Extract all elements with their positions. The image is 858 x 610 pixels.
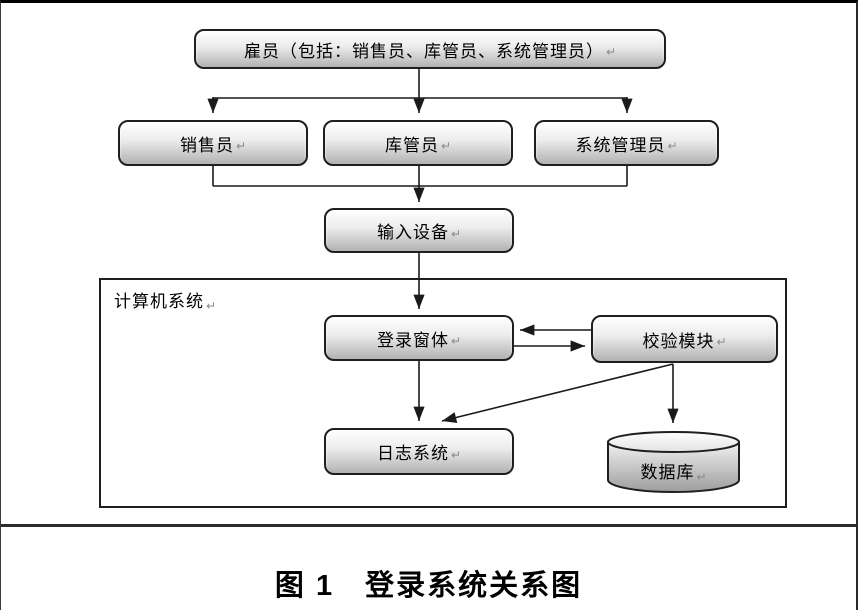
paragraph-mark-icon: ↵ (450, 226, 462, 241)
node-admin: 系统管理员↵ (534, 120, 719, 166)
paragraph-mark-icon: ↵ (605, 45, 617, 59)
node-login-form-label: 登录窗体 (376, 330, 449, 350)
node-admin-label: 系统管理员 (575, 135, 666, 155)
node-database-label: 数据库 (640, 462, 695, 482)
cell-divider-line (1, 524, 856, 527)
node-warehouse-label: 库管员 (384, 135, 439, 155)
figure-caption: 图 1 登录系统关系图 (274, 570, 583, 602)
node-log-system-label: 日志系统 (376, 444, 449, 463)
database-cylinder-icon (607, 431, 740, 494)
node-input-device: 输入设备↵ (324, 208, 514, 253)
node-sales-label: 销售员 (179, 135, 234, 155)
paragraph-mark-icon: ↵ (235, 139, 247, 153)
paragraph-mark-icon: ↵ (440, 139, 452, 153)
paragraph-mark-icon: ↵ (450, 447, 462, 462)
node-validation: 校验模块↵ (591, 315, 778, 363)
paragraph-mark-icon: ↵ (696, 469, 707, 484)
paragraph-mark-icon: ↵ (716, 335, 727, 349)
paragraph-mark-icon: ↵ (667, 139, 678, 153)
node-employee: 雇员（包括：销售员、库管员、系统管理员）↵ (194, 29, 666, 69)
node-database: 数据库↵ (606, 430, 741, 494)
connector-lines (207, 69, 679, 423)
node-warehouse: 库管员↵ (323, 120, 513, 166)
computer-system-label: 计算机系统↵ (114, 287, 217, 313)
computer-system-label-text: 计算机系统 (114, 292, 204, 311)
node-log-system: 日志系统↵ (324, 428, 514, 475)
node-employee-label: 雇员（包括：销售员、库管员、系统管理员） (243, 41, 604, 61)
node-input-device-label: 输入设备 (376, 223, 449, 242)
node-sales: 销售员↵ (118, 120, 308, 166)
paragraph-mark-icon: ↵ (206, 299, 217, 313)
node-login-form: 登录窗体↵ (324, 315, 514, 361)
paragraph-mark-icon: ↵ (450, 334, 462, 348)
node-validation-label: 校验模块 (642, 331, 715, 351)
